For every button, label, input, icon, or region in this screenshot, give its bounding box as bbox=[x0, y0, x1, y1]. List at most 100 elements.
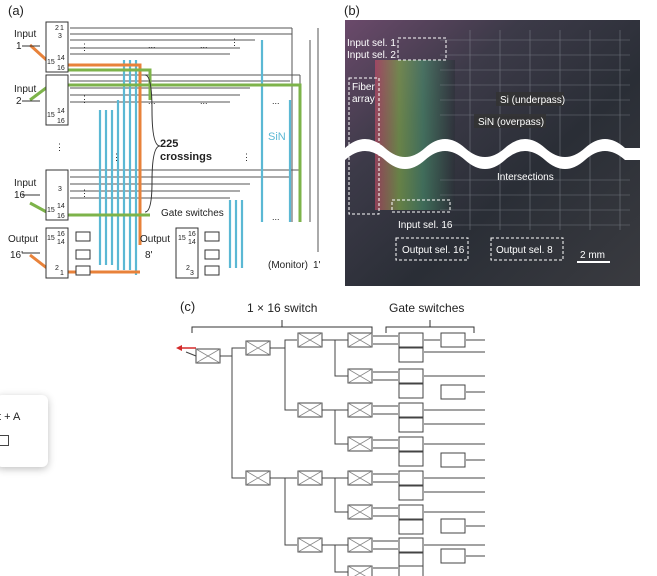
overlay-popup[interactable]: t + A bbox=[0, 395, 48, 467]
port-14: 14 bbox=[57, 239, 65, 246]
gate-brace bbox=[385, 320, 475, 333]
gate-switches-label-a: Gate switches bbox=[161, 208, 224, 219]
gate-box bbox=[398, 451, 424, 467]
port-14: 14 bbox=[57, 55, 65, 62]
port-15: 15 bbox=[47, 207, 55, 214]
io-labels: Input 1 Input 2 Input 16 Output 16' Outp… bbox=[8, 29, 321, 271]
port-2: 2 bbox=[55, 25, 59, 32]
checkbox-icon[interactable] bbox=[0, 435, 9, 446]
si-label-bg bbox=[496, 92, 564, 106]
gate-box bbox=[398, 332, 424, 348]
ellipses: ... ... ... ... ... ... ⋮ ⋮ ⋮ ⋮ ⋮ ⋮ ⋮ bbox=[55, 37, 280, 222]
port-16: 16 bbox=[57, 118, 65, 125]
input-2-number: 2 bbox=[16, 96, 22, 107]
port-16: 16 bbox=[57, 213, 65, 220]
output-16-label: Output bbox=[8, 234, 38, 245]
switch-box bbox=[245, 470, 271, 486]
port-2: 2 bbox=[55, 265, 59, 272]
output-16-number: 16' bbox=[10, 250, 23, 261]
output-sel-16-label: Output sel. 16 bbox=[402, 245, 465, 256]
input-1-number: 1 bbox=[16, 41, 22, 52]
port-16: 16 bbox=[188, 231, 196, 238]
port-2: 2 bbox=[186, 265, 190, 272]
switch-title: 1 × 16 switch bbox=[247, 301, 317, 315]
switch-box bbox=[347, 436, 373, 452]
ellipsis: ... bbox=[272, 96, 280, 106]
switch-box bbox=[195, 348, 221, 364]
panel-c: (c) 1 × 16 switch Gate switches bbox=[176, 299, 485, 576]
port-14: 14 bbox=[57, 108, 65, 115]
switch-box bbox=[297, 470, 323, 486]
break-mark bbox=[345, 139, 640, 169]
vdots: ⋮ bbox=[112, 152, 121, 162]
port-3: 3 bbox=[58, 186, 62, 193]
panel-c-label: (c) bbox=[180, 299, 195, 314]
vdots: ⋮ bbox=[230, 37, 239, 47]
dashed-boxes bbox=[348, 37, 564, 261]
vdots: ⋮ bbox=[80, 94, 89, 104]
panel-b: (b) bbox=[344, 3, 640, 286]
sin-label: SiN bbox=[268, 131, 286, 143]
input-sel-1-label: Input sel. 1 bbox=[347, 38, 396, 49]
panel-a: (a) bbox=[8, 3, 321, 279]
switch-box bbox=[245, 340, 271, 356]
panel-b-label: (b) bbox=[344, 3, 360, 18]
input-sel-16-label: Input sel. 16 bbox=[398, 220, 453, 231]
input-arrow-red bbox=[176, 345, 197, 357]
output-8-number: 8' bbox=[145, 250, 153, 261]
sin-label-bg bbox=[474, 114, 546, 128]
input-arrows bbox=[22, 45, 40, 254]
switch-box bbox=[347, 332, 373, 348]
switch-box bbox=[347, 565, 373, 576]
output-switch-boxes bbox=[75, 231, 220, 276]
gate-box bbox=[398, 347, 424, 363]
fiber-array-label-1: Fiber bbox=[352, 82, 375, 93]
gate-box bbox=[398, 417, 424, 433]
output-sel-8-label: Output sel. 8 bbox=[496, 245, 553, 256]
monitor-number: 1' bbox=[313, 260, 321, 271]
switch-box bbox=[297, 537, 323, 553]
gate-box bbox=[398, 436, 424, 452]
gate-box bbox=[398, 383, 424, 399]
switch-box bbox=[297, 402, 323, 418]
port-1: 1 bbox=[60, 270, 64, 277]
vdots: ⋮ bbox=[55, 142, 64, 152]
gate-box bbox=[440, 384, 466, 400]
port-14: 14 bbox=[188, 239, 196, 246]
crossings-count: 225 bbox=[160, 138, 178, 150]
gate-box bbox=[398, 368, 424, 384]
input-16-label: Input bbox=[14, 178, 36, 189]
ellipsis: ... bbox=[272, 212, 280, 222]
port-3: 3 bbox=[58, 33, 62, 40]
chip-grid bbox=[440, 30, 630, 230]
intersections-label: Intersections bbox=[497, 172, 554, 183]
monitor-label: (Monitor) bbox=[268, 260, 308, 271]
crossings-brace bbox=[144, 74, 161, 213]
panel-a-label: (a) bbox=[8, 3, 24, 18]
gate-box bbox=[398, 470, 424, 486]
scale-label: 2 mm bbox=[580, 250, 605, 261]
gate-wires bbox=[373, 335, 485, 569]
crossings-label: crossings bbox=[160, 151, 212, 163]
gate-title: Gate switches bbox=[389, 301, 464, 315]
port-16: 16 bbox=[57, 231, 65, 238]
mzi-switches bbox=[195, 332, 373, 576]
gate-box bbox=[440, 518, 466, 534]
port-15: 15 bbox=[47, 235, 55, 242]
switch-box bbox=[347, 470, 373, 486]
gate-box bbox=[398, 504, 424, 520]
gate-box bbox=[440, 332, 466, 348]
si-underpass-label: Si (underpass) bbox=[500, 95, 565, 106]
port-1: 1 bbox=[60, 25, 64, 32]
switch-box bbox=[297, 332, 323, 348]
input-2-label: Input bbox=[14, 84, 36, 95]
ellipsis: ... bbox=[148, 40, 156, 50]
gate-box bbox=[398, 485, 424, 501]
gate-box bbox=[398, 402, 424, 418]
ellipsis: ... bbox=[200, 96, 208, 106]
chip-color-region bbox=[375, 60, 455, 210]
switch-brace bbox=[191, 320, 373, 333]
fiber-array-label-2: array bbox=[352, 94, 375, 105]
port-15: 15 bbox=[178, 235, 186, 242]
port-14: 14 bbox=[57, 203, 65, 210]
